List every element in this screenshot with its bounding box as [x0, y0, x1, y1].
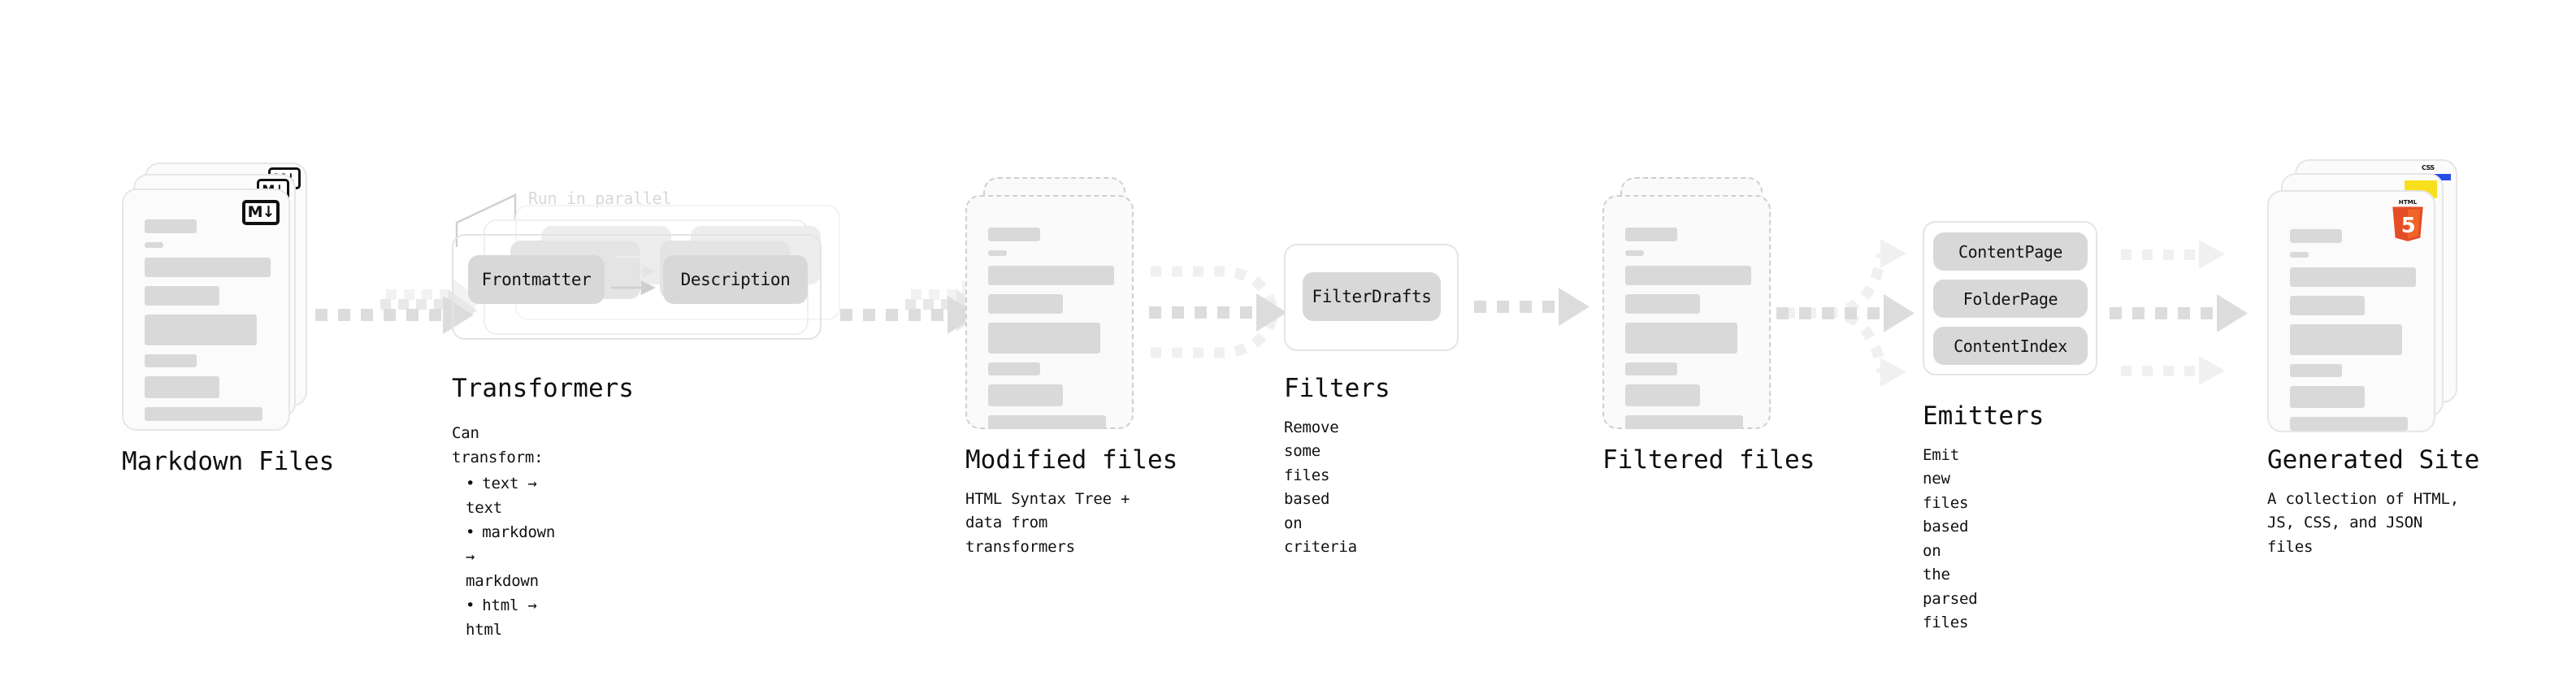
chip-contentpage[interactable]: ContentPage [1933, 232, 2088, 271]
content-bar [2290, 252, 2309, 258]
chip-frontmatter-label: Frontmatter [481, 270, 592, 289]
stage-title-filtered-files: Filtered files [1602, 445, 1815, 475]
transformer-group-box [452, 234, 822, 340]
stage-markdown-files: M↓ M↓ M↓ Markdown Files [122, 163, 334, 476]
stage-desc-generated-site: A collection of HTML, JS, CSS, and JSON … [2267, 490, 2460, 556]
stage-title-generated-site: Generated Site [2267, 445, 2480, 475]
chip-contentpage-label: ContentPage [1958, 241, 2063, 262]
modified-card-front [965, 195, 1134, 429]
filtered-card-front [1602, 195, 1771, 429]
bullet-item: text → text [466, 471, 555, 520]
content-bar [1625, 415, 1743, 429]
arrow-modified-to-filters [1149, 266, 1287, 358]
site-card-stack: CSS HTML 5 [2267, 159, 2462, 436]
content-bar [2290, 364, 2342, 377]
content-bar [2290, 296, 2365, 315]
svg-text:HTML: HTML [2399, 198, 2418, 206]
content-bar [145, 354, 197, 367]
content-bar [1625, 362, 1677, 375]
stage-generated-site: CSS HTML 5 Gen [2267, 159, 2479, 556]
svg-text:5: 5 [2401, 214, 2416, 238]
stage-modified-files: Modified files HTML Syntax Tree + data f… [965, 177, 1177, 556]
content-bar [988, 323, 1100, 354]
markdown-card-content [145, 219, 271, 430]
markdown-icon-glyph: M↓ [247, 203, 275, 221]
css-icon-label: CSS [2422, 164, 2435, 171]
markdown-card-stack: M↓ M↓ M↓ [122, 163, 309, 431]
stage-filtered-files: Filtered files [1602, 177, 1815, 475]
markdown-card-front: M↓ [122, 189, 290, 431]
content-bar [2290, 324, 2402, 355]
content-bar [1625, 294, 1700, 314]
chip-description[interactable]: Description [663, 255, 808, 304]
content-bar [988, 384, 1063, 406]
content-bar [145, 219, 197, 233]
content-bar [145, 314, 257, 345]
modified-card-stack [965, 177, 1144, 445]
site-card-front: HTML 5 [2267, 190, 2435, 432]
content-bar [988, 250, 1007, 256]
stage-title-modified-files: Modified files [965, 445, 1178, 475]
content-bar [988, 266, 1114, 285]
transformers-bullet-items: text → text markdown → markdown html → h… [452, 471, 555, 642]
content-bar [2290, 417, 2408, 431]
stage-desc-filters: Remove some files based on criteria [1284, 419, 1357, 557]
content-bar [2290, 267, 2416, 287]
transformers-capability-list: Can transform: text → text markdown → ma… [452, 421, 555, 642]
stage-title-filters: Filters [1284, 374, 1390, 403]
content-bar [1625, 228, 1677, 241]
filtered-card-content [1625, 228, 1751, 438]
run-in-parallel-bracket [455, 193, 517, 247]
content-bar [988, 228, 1040, 241]
site-card-content [2290, 229, 2416, 440]
bullet-item: markdown → markdown [466, 520, 555, 593]
arrow-filters-to-filtered [1474, 288, 1589, 326]
chip-frontmatter[interactable]: Frontmatter [468, 255, 605, 304]
bullet-item: html → html [466, 593, 555, 642]
content-bar [988, 415, 1106, 429]
chip-filterdrafts-label: FilterDrafts [1312, 287, 1432, 306]
content-bar [2290, 386, 2365, 408]
chip-folderpage[interactable]: FolderPage [1933, 280, 2088, 318]
content-bar [145, 286, 219, 306]
markdown-icon: M↓ [242, 200, 280, 225]
content-bar [1625, 266, 1751, 285]
content-bar [2290, 229, 2342, 243]
html5-icon: HTML 5 [2392, 198, 2423, 241]
arrow-markdown-to-transformers [315, 280, 483, 334]
content-bar [145, 242, 163, 248]
arrow-emitters-to-site [2110, 240, 2248, 385]
content-bar [145, 258, 271, 277]
modified-card-content [988, 228, 1114, 438]
content-bar [145, 407, 262, 421]
stage-title-transformers: Transformers [452, 374, 634, 403]
transformer-inner-arrows [611, 249, 657, 296]
content-bar [145, 376, 219, 398]
transformers-list-lead: Can transform: [452, 424, 544, 467]
stage-desc-emitters: Emit new files based on the parsed files [1923, 446, 1978, 632]
filtered-card-stack [1602, 177, 1781, 445]
stage-title-markdown-files: Markdown Files [122, 447, 335, 476]
content-bar [1625, 384, 1700, 406]
stage-desc-modified-files: HTML Syntax Tree + data from transformer… [965, 490, 1130, 556]
content-bar [1625, 323, 1737, 354]
chip-contentindex-label: ContentIndex [1954, 336, 2067, 356]
content-bar [1625, 250, 1644, 256]
arrow-filtered-to-emitters [1776, 239, 1915, 387]
chip-description-label: Description [680, 270, 791, 289]
chip-contentindex[interactable]: ContentIndex [1933, 327, 2088, 365]
content-bar [988, 362, 1040, 375]
content-bar [988, 294, 1063, 314]
stage-title-emitters: Emitters [1923, 401, 2045, 431]
chip-filterdrafts[interactable]: FilterDrafts [1303, 272, 1441, 321]
chip-folderpage-label: FolderPage [1962, 288, 2058, 309]
